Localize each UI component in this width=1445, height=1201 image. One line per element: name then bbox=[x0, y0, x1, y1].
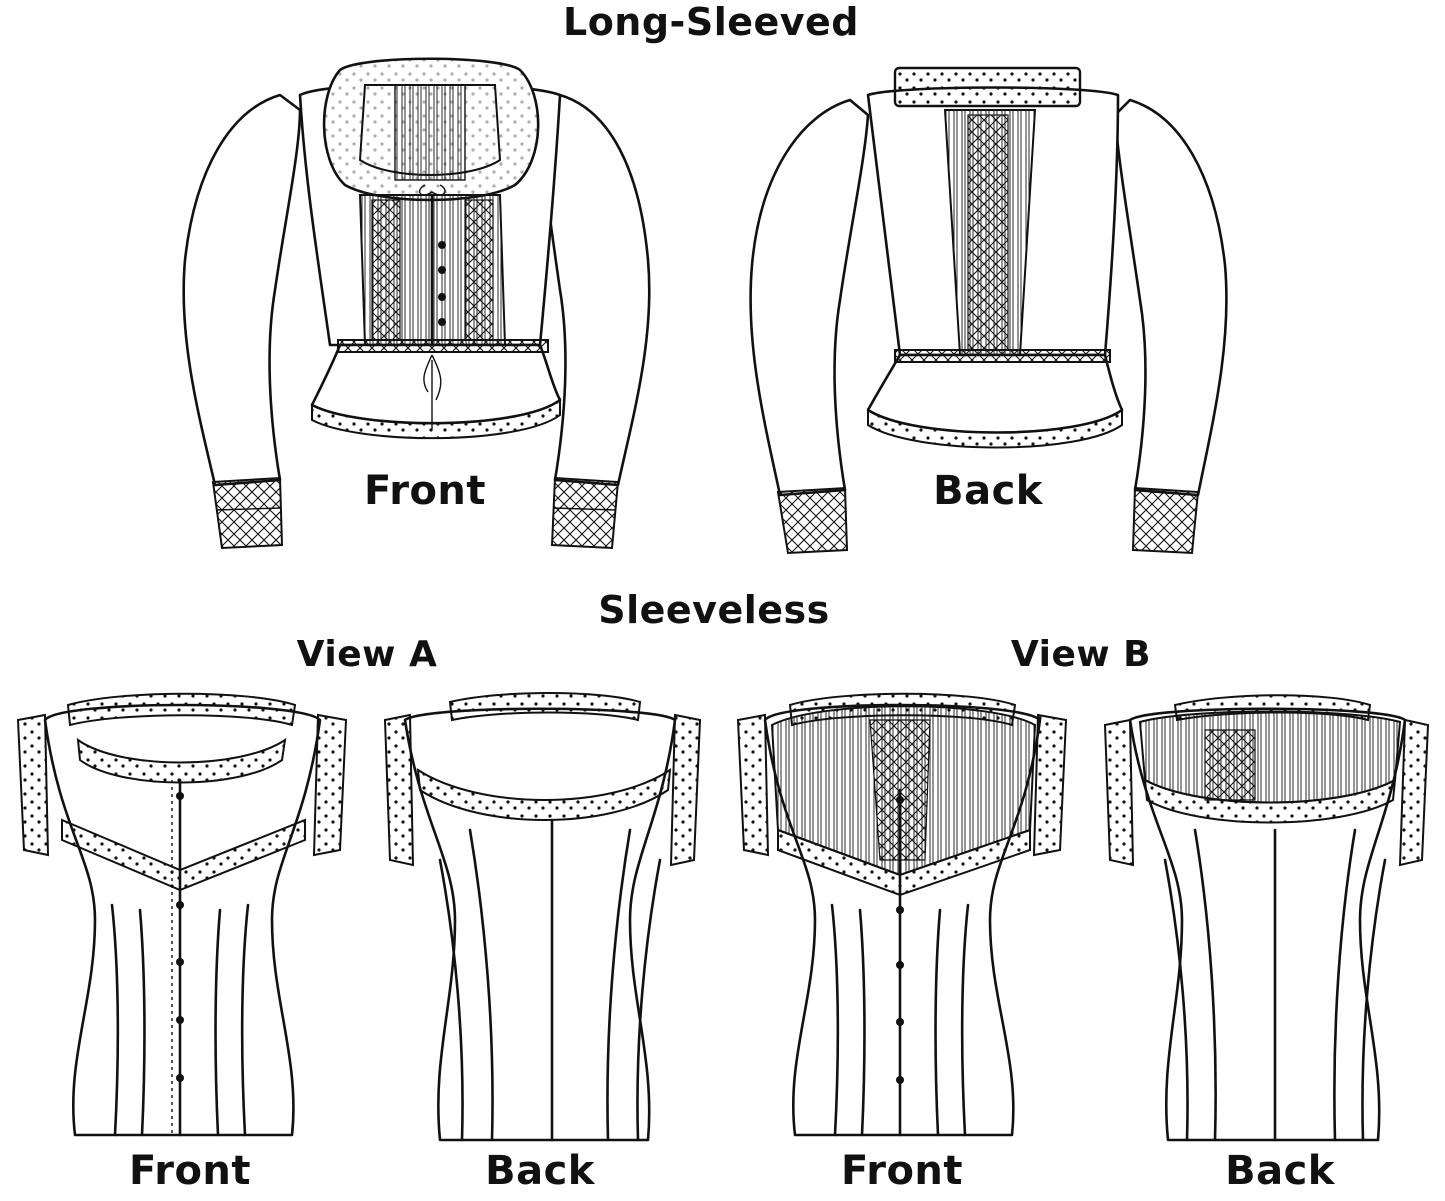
view-a-back-garment bbox=[383, 692, 702, 1142]
caption-view-b-front: Front bbox=[840, 1148, 964, 1194]
long-sleeved-back-garment bbox=[749, 66, 1228, 555]
caption-long-sleeved-back: Back bbox=[933, 468, 1043, 514]
long-sleeved-front-garment bbox=[182, 57, 651, 550]
view-b-front-garment bbox=[736, 692, 1068, 1137]
view-b-back-garment bbox=[1103, 694, 1430, 1142]
heading-sleeveless: Sleeveless bbox=[598, 588, 830, 632]
heading-view-a: View A bbox=[296, 634, 438, 675]
caption-long-sleeved-front: Front bbox=[363, 468, 487, 514]
caption-view-b-back: Back bbox=[1225, 1148, 1335, 1194]
heading-long-sleeved: Long-Sleeved bbox=[562, 0, 860, 44]
caption-view-a-back: Back bbox=[485, 1148, 595, 1194]
heading-view-b: View B bbox=[1010, 634, 1152, 675]
caption-view-a-front: Front bbox=[128, 1148, 252, 1194]
view-a-front-garment bbox=[16, 692, 348, 1137]
